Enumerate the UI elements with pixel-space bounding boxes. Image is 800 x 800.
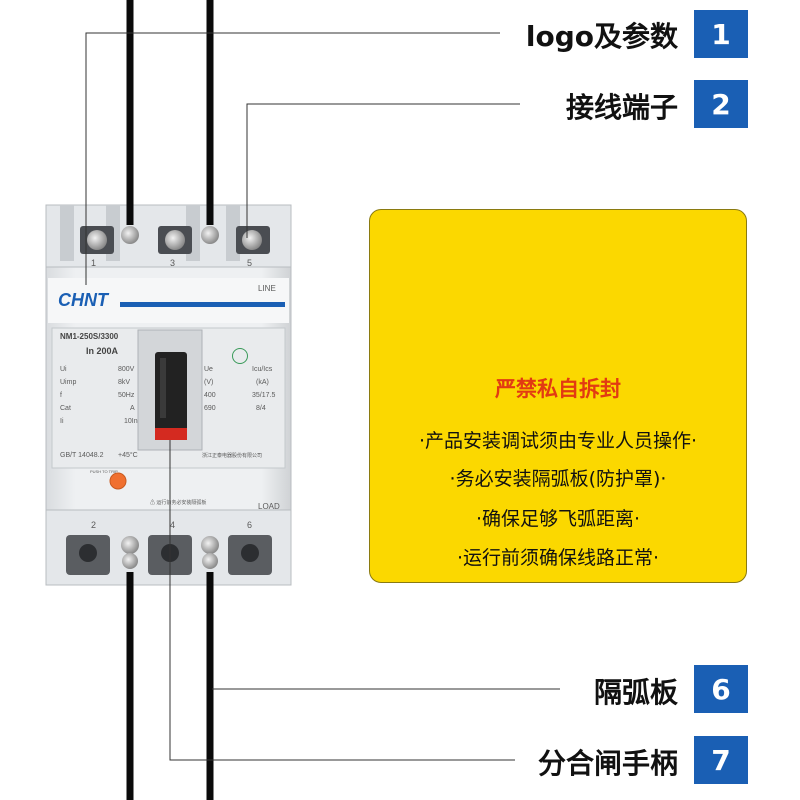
model-label: NM1-250S/3300 — [60, 332, 119, 341]
param-label: Ii — [60, 418, 64, 425]
line-label: LINE — [258, 284, 276, 293]
param-value: 10In — [124, 418, 138, 425]
param-value: 8kV — [118, 379, 131, 386]
param-value: A — [130, 405, 135, 412]
wires — [126, 0, 214, 800]
brand-logo: CHNT — [58, 290, 108, 310]
callout-number-1: 1 — [694, 10, 748, 58]
temperature-label: +45°C — [118, 452, 138, 459]
left-params: Ui 800V Uimp 8kV f 50Hz Cat A Ii 10In — [60, 366, 140, 431]
warning-title: 严禁私自拆封 — [495, 377, 621, 401]
warning-line: ·运行前须确保线路正常· — [456, 547, 660, 569]
load-label: LOAD — [258, 502, 280, 511]
push-to-trip-button — [109, 472, 127, 490]
param-header: Icu/Ics — [252, 366, 273, 373]
param-value: 8/4 — [256, 405, 266, 412]
terminal-number: 1 — [91, 258, 97, 268]
terminal-number: 5 — [247, 258, 253, 268]
arc-notice-label: ⚠ 运行前务必安装隔弧板 — [150, 500, 207, 506]
terminal-number: 4 — [170, 520, 176, 530]
leader-lines — [85, 32, 560, 761]
param-value: 690 — [204, 405, 216, 412]
callout-label-handle: 分合闸手柄 — [537, 747, 678, 780]
param-label: Uimp — [60, 379, 77, 386]
param-value: 400 — [204, 392, 216, 399]
param-unit: (V) — [204, 379, 214, 386]
warning-line: ·务必安装隔弧板(防护罩)· — [449, 468, 667, 490]
terminal-number: 3 — [170, 258, 176, 268]
push-to-trip-label: PUSH TO TRIP — [90, 469, 118, 474]
warning-line: ·产品安装调试须由专业人员操作· — [418, 430, 698, 452]
rating-label: In 200A — [86, 346, 119, 356]
param-value: 50Hz — [118, 392, 135, 399]
callout-label-logo: logo及参数 — [525, 20, 678, 53]
callout-number-2: 2 — [694, 80, 748, 128]
warning-panel: 严禁私自拆封 ·产品安装调试须由专业人员操作· ·务必安装隔弧板(防护罩)· ·… — [369, 209, 747, 583]
callout-label-arc-plate: 隔弧板 — [593, 676, 678, 709]
terminal-number: 2 — [91, 520, 97, 530]
callout-number-7: 7 — [694, 736, 748, 784]
top-terminal-screws — [80, 226, 270, 254]
param-label: Ui — [60, 366, 67, 373]
param-value: 35/17.5 — [252, 392, 276, 399]
ccc-mark — [232, 348, 248, 364]
terminal-number: 6 — [247, 520, 253, 530]
standard-label: GB/T 14048.2 — [60, 452, 104, 459]
warning-line: ·确保足够飞弧距离· — [475, 508, 641, 530]
param-label: Cat — [60, 405, 71, 412]
param-value: 800V — [118, 366, 135, 373]
callout-label-terminals: 接线端子 — [565, 91, 678, 124]
breaker-handle — [155, 352, 187, 440]
right-params: Ue Icu/Ics (V) (kA) 400 35/17.5 690 8/4 — [204, 366, 284, 418]
param-label: f — [60, 392, 62, 399]
callout-number-6: 6 — [694, 665, 748, 713]
param-unit: (kA) — [256, 379, 269, 386]
breaker-body — [45, 204, 292, 586]
param-header: Ue — [204, 366, 213, 373]
manufacturer-label: 浙江正泰电器股份有限公司 — [202, 453, 263, 459]
